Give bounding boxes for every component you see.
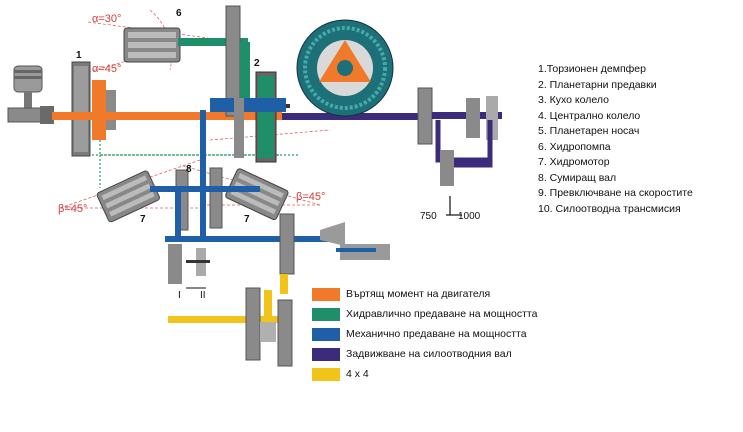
legend-label: Хидравлично предаване на мощността xyxy=(346,308,538,320)
component-number-8: 8 xyxy=(186,164,192,175)
component-number-7-left: 7 xyxy=(140,214,146,225)
legend-label: Механично предаване на мощността xyxy=(346,328,527,340)
gear-1-label: I xyxy=(178,290,181,301)
rpm-marker xyxy=(446,196,462,216)
engine-piston xyxy=(7,65,54,124)
legend-swatch xyxy=(312,307,340,321)
hydraulic-motor-left xyxy=(96,170,160,223)
rpm-750-label: 750 xyxy=(420,211,437,222)
legend-item-engine-torque: Въртящ момент на двигателя xyxy=(312,284,537,304)
summing-shaft xyxy=(150,110,345,242)
legend-item-4x4: 4 x 4 xyxy=(312,364,537,384)
parts-list-item: 5. Планетарен носач xyxy=(538,125,640,137)
legend-swatch xyxy=(312,347,340,361)
alpha-45-label: α=45° xyxy=(92,63,121,75)
hydraulic-pump xyxy=(123,5,250,117)
legend-label: Въртящ момент на двигателя xyxy=(346,288,491,300)
torsion-damper xyxy=(71,61,116,157)
parts-list-item: 10. Силоотводна трансмисия xyxy=(538,202,681,215)
beta-left-label: β=45° xyxy=(58,203,87,215)
legend-label: Задвижване на силоотводния вал xyxy=(346,348,512,360)
component-number-1: 1 xyxy=(76,50,82,61)
component-number-7-right: 7 xyxy=(244,214,250,225)
planetary-gear xyxy=(210,71,286,163)
legend-item-mechanical: Механично предаване на мощността xyxy=(312,324,537,344)
legend-label: 4 x 4 xyxy=(346,368,369,380)
hydraulic-motor-right xyxy=(225,168,289,221)
gearbox xyxy=(168,213,390,284)
gear-2-label: II xyxy=(200,290,206,301)
parts-list-item: 9. Превключване на скоростите xyxy=(538,187,693,199)
legend-item-hydraulic: Хидравлично предаване на мощността xyxy=(312,304,537,324)
gear-cutaway-detail xyxy=(286,19,394,117)
alpha-30-label: α=30° xyxy=(92,13,121,25)
parts-list-item: 7. Хидромотор xyxy=(538,156,610,168)
rpm-1000-label: 1000 xyxy=(458,211,481,222)
four-wheel-drive-output xyxy=(168,274,293,367)
component-number-2: 2 xyxy=(254,58,260,69)
legend-swatch xyxy=(312,287,340,301)
legend-swatch xyxy=(312,327,340,341)
beta-right-label: β=45° xyxy=(296,191,325,203)
parts-list-item: 3. Кухо колело xyxy=(538,94,609,106)
parts-list: 1.Торзионен демпфер 2. Планетарни предав… xyxy=(538,62,693,217)
legend-swatch xyxy=(312,367,340,381)
parts-list-item: 8. Сумиращ вал xyxy=(538,171,617,184)
parts-list-item: 6. Хидропомпа xyxy=(538,140,611,153)
legend-item-pto: Задвижване на силоотводния вал xyxy=(312,344,537,364)
pto-shaft xyxy=(282,87,502,186)
color-legend: Въртящ момент на двигателя Хидравлично п… xyxy=(312,284,537,384)
component-number-6: 6 xyxy=(176,8,182,19)
parts-list-item: 1.Торзионен демпфер xyxy=(538,63,646,75)
engine-torque-shaft xyxy=(52,112,282,120)
parts-list-item: 4. Централно колело xyxy=(538,109,641,122)
parts-list-item: 2. Планетарни предавки xyxy=(538,78,657,91)
